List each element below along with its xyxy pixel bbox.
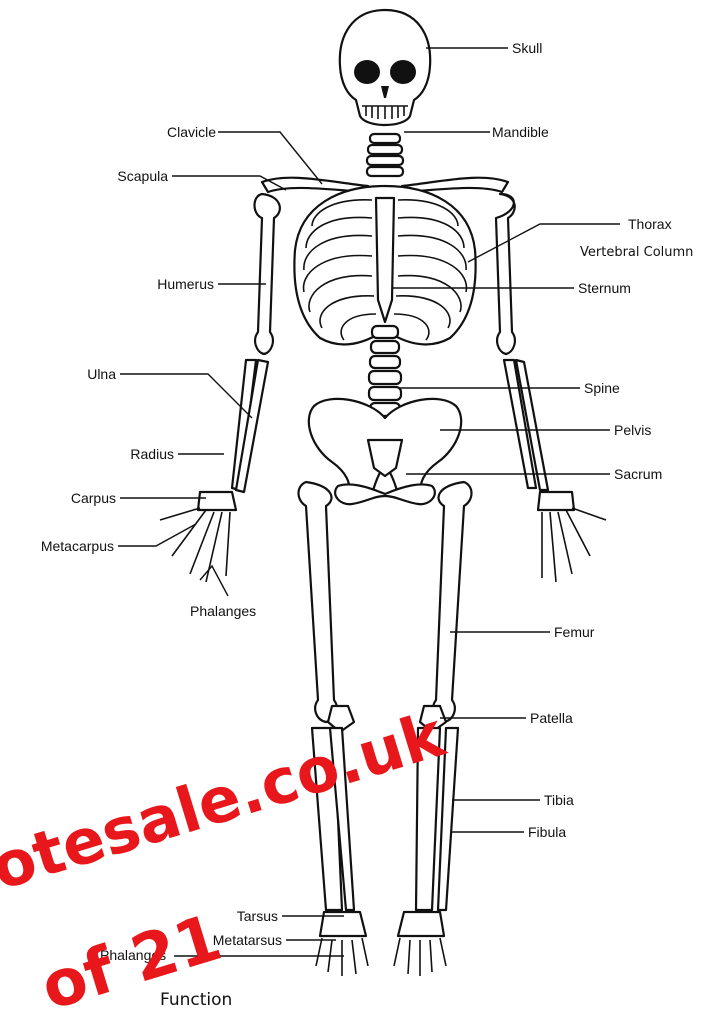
label-fibula: Fibula [528,824,566,840]
leader-metacarpus [118,524,196,546]
label-vertebral-column: Vertebral Column [580,245,693,260]
label-femur: Femur [554,624,595,640]
label-phalanges-hand: Phalanges [190,603,256,619]
label-tarsus: Tarsus [237,908,278,924]
function-heading: Function [160,990,232,1010]
label-pelvis: Pelvis [614,422,651,438]
label-radius: Radius [130,446,174,462]
label-metacarpus: Metacarpus [41,538,114,554]
label-clavicle: Clavicle [167,124,216,140]
sternum [376,198,394,322]
arm-right [160,194,280,582]
label-patella: Patella [530,710,573,726]
watermark: otesale.co.uk of 21 [0,697,454,1014]
cervical-vertebrae [367,134,403,176]
label-carpus: Carpus [71,490,116,506]
label-tibia: Tibia [544,792,574,808]
watermark-line1: otesale.co.uk [0,697,454,904]
label-humerus: Humerus [157,276,214,292]
lumbar-spine [369,326,401,416]
label-ulna: Ulna [87,366,116,382]
label-thorax: Thorax [628,216,672,232]
label-mandible: Mandible [492,124,549,140]
label-sternum: Sternum [578,280,631,296]
leader-phalanges-hand [200,566,228,596]
label-sacrum: Sacrum [614,466,662,482]
label-spine: Spine [584,380,620,396]
label-skull: Skull [512,40,542,56]
skull [340,10,430,125]
label-scapula: Scapula [117,168,168,184]
label-metatarsus: Metatarsus [213,932,282,948]
leader-ulna [120,374,252,418]
